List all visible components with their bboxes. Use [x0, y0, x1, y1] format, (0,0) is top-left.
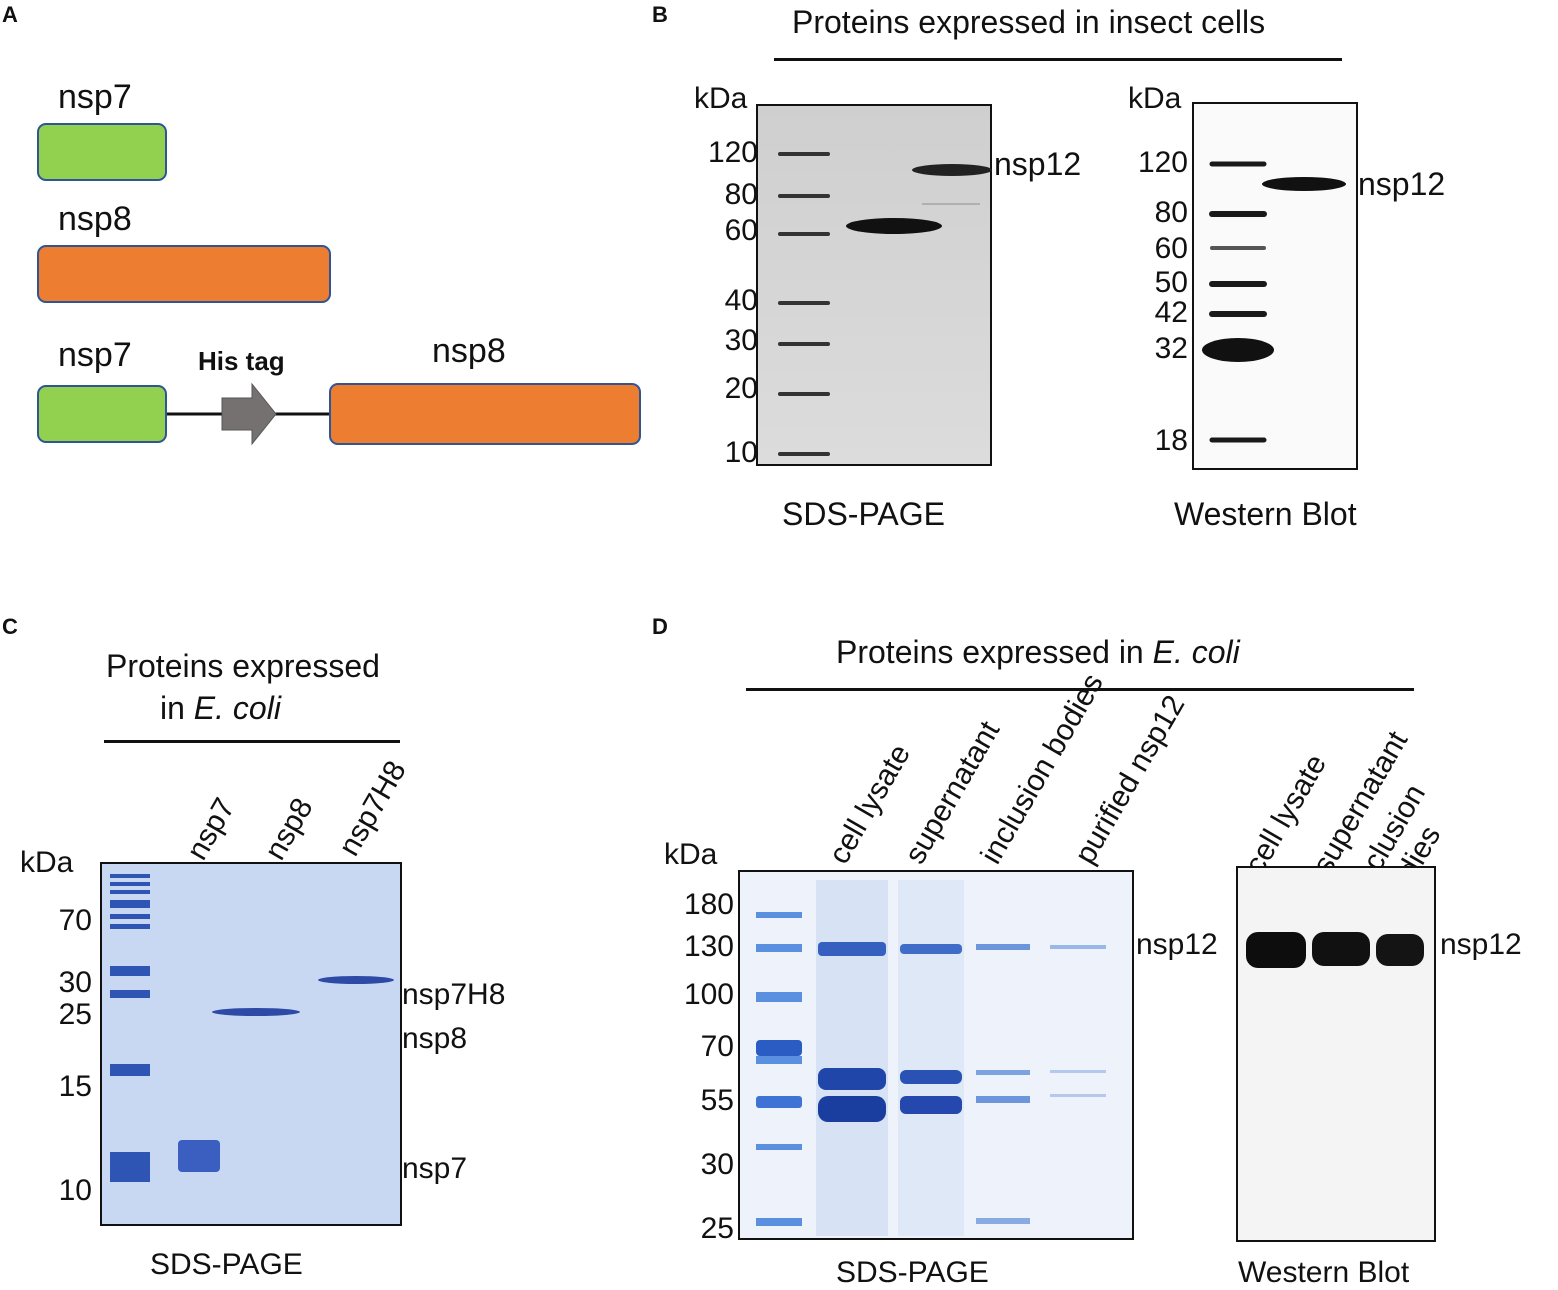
panel-b-title-rule — [774, 58, 1342, 61]
c-sds-gel — [100, 862, 402, 1226]
b-sds-marker: 120 — [707, 136, 758, 169]
b-wb-marker: 80 — [1154, 196, 1188, 229]
panel-c-title-rule — [104, 740, 400, 743]
b-sds-marker: 20 — [724, 372, 758, 405]
c-nsp7-label: nsp7 — [402, 1152, 468, 1185]
his-tag-arrow-icon — [221, 382, 277, 446]
d-sds-gel — [738, 870, 1134, 1240]
nsp8-label: nsp8 — [58, 200, 132, 238]
panel-b-title: Proteins expressed in insect cells — [792, 4, 1266, 40]
d-wb-nsp12-label: nsp12 — [1440, 928, 1522, 961]
panel-d-title-rule — [746, 688, 1414, 691]
d-marker: 25 — [700, 1212, 734, 1245]
b-sds-caption: SDS-PAGE — [782, 496, 945, 532]
d-wb-caption: Western Blot — [1238, 1256, 1410, 1289]
panel-b-label: B — [652, 2, 668, 27]
d-marker: 180 — [683, 888, 734, 921]
c-lane-label: nsp7 — [180, 792, 242, 866]
b-wb-caption: Western Blot — [1174, 496, 1357, 532]
b-sds-marker: 10 — [724, 436, 758, 469]
d-marker: 55 — [700, 1084, 734, 1117]
c-lane-label: nsp8 — [258, 792, 320, 866]
nsp7-label: nsp7 — [58, 78, 132, 116]
his-tag-label: His tag — [198, 346, 285, 376]
b-wb-marker: 32 — [1154, 332, 1188, 365]
b-wb-marker: 120 — [1137, 146, 1188, 179]
d-kda-label: kDa — [664, 838, 718, 871]
b-sds-marker: 30 — [724, 324, 758, 357]
c-marker: 30 — [58, 966, 92, 999]
b-wb-marker: 60 — [1154, 232, 1188, 265]
c-nsp7h8-label: nsp7H8 — [402, 978, 506, 1011]
d-marker: 30 — [700, 1148, 734, 1181]
b-sds-nsp12-label: nsp12 — [994, 146, 1082, 182]
panel-a-label: A — [2, 2, 18, 27]
c-lane-label: nsp7H8 — [332, 755, 413, 862]
fusion-nsp8-label: nsp8 — [432, 332, 506, 370]
d-marker: 130 — [683, 930, 734, 963]
d-marker: 70 — [700, 1030, 734, 1063]
b-sds-kda-label: kDa — [694, 82, 748, 115]
c-kda-label: kDa — [20, 846, 74, 879]
b-sds-gel — [756, 104, 992, 466]
nsp8-box — [37, 245, 331, 303]
d-sds-nsp12-label: nsp12 — [1136, 928, 1218, 961]
fusion-nsp8-box — [329, 383, 641, 445]
c-caption: SDS-PAGE — [150, 1248, 303, 1281]
nsp7-box — [37, 123, 167, 181]
b-sds-marker: 40 — [724, 284, 758, 317]
b-wb-marker: 18 — [1154, 424, 1188, 457]
c-marker: 70 — [58, 904, 92, 937]
c-nsp8-label: nsp8 — [402, 1022, 468, 1055]
panel-d-label: D — [652, 614, 668, 639]
c-marker: 25 — [58, 998, 92, 1031]
fusion-nsp7-box — [37, 385, 167, 443]
b-wb-nsp12-label: nsp12 — [1358, 166, 1446, 202]
b-sds-marker: 80 — [724, 178, 758, 211]
panel-c-title-line2: in E. coli — [160, 690, 281, 726]
panel-c-label: C — [2, 614, 18, 639]
c-marker: 10 — [58, 1174, 92, 1207]
b-sds-marker: 60 — [724, 214, 758, 247]
panel-c-title-line1: Proteins expressed — [106, 648, 380, 684]
b-wb-marker: 50 — [1154, 266, 1188, 299]
d-sds-caption: SDS-PAGE — [836, 1256, 989, 1289]
construct-diagram — [37, 123, 641, 446]
b-wb-marker: 42 — [1154, 296, 1188, 329]
d-western-blot — [1236, 866, 1436, 1242]
d-marker: 100 — [683, 978, 734, 1011]
fusion-nsp7-label: nsp7 — [58, 336, 132, 374]
panel-d-title: Proteins expressed in E. coli — [836, 634, 1240, 670]
b-wb-kda-label: kDa — [1128, 82, 1182, 115]
b-western-blot — [1192, 102, 1358, 470]
c-marker: 15 — [58, 1070, 92, 1103]
